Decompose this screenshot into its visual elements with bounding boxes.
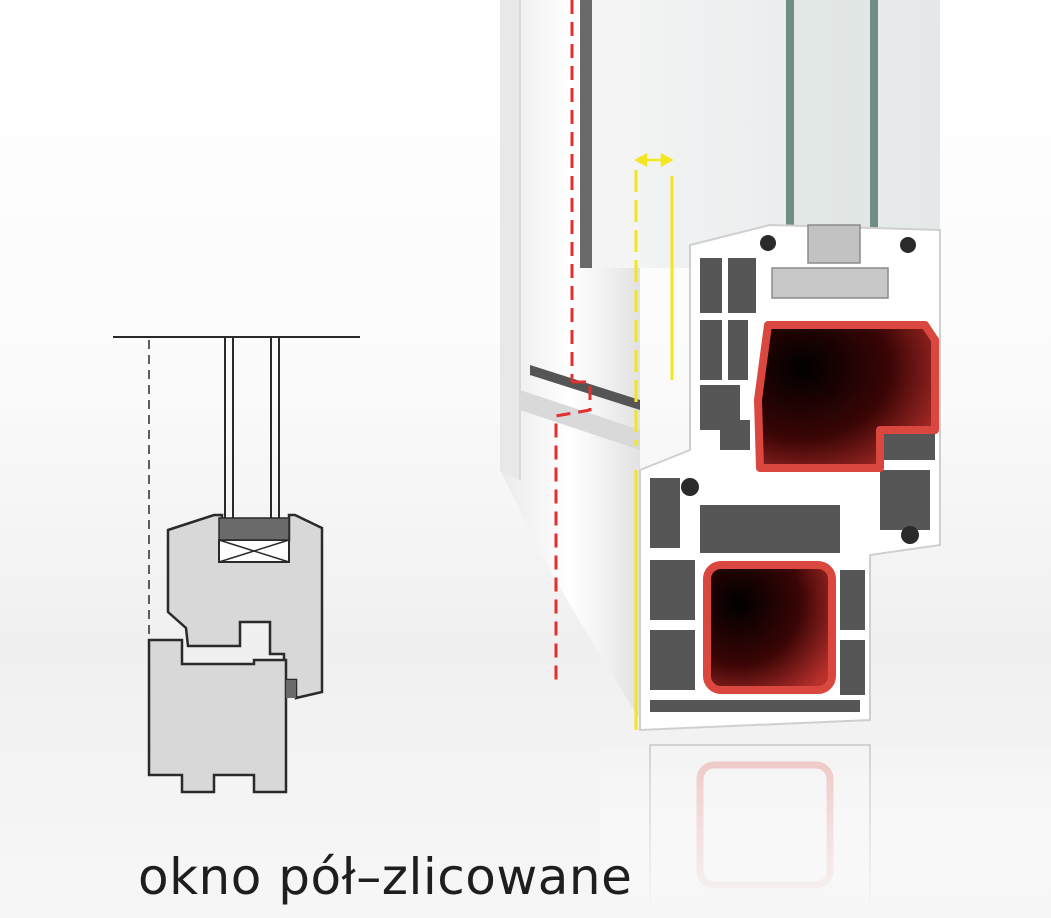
glazing-spacer: [771, 267, 889, 299]
frame-chambers: [650, 478, 865, 712]
frame-reinforcement: [703, 561, 836, 694]
sketch-frame: [147, 638, 288, 794]
red-dashed-lines: [554, 0, 592, 680]
glass-pane-right: [870, 0, 878, 240]
sketch-gasket: [286, 680, 296, 698]
caption-text: okno pół–zlicowane: [138, 848, 633, 906]
glass-pane-left: [786, 0, 794, 240]
sash-reinforcement: [754, 321, 939, 472]
sketch-glass-pane: [224, 337, 280, 522]
dimension-arrow: [634, 152, 674, 168]
sash-chambers: [700, 258, 935, 530]
profile-3d-render: [500, 0, 1051, 918]
gaskets: [681, 235, 919, 544]
section-sketch: [113, 336, 360, 794]
yellow-lines: [634, 170, 674, 730]
sketch-spacer: [218, 517, 290, 563]
glass-area: [580, 0, 940, 268]
